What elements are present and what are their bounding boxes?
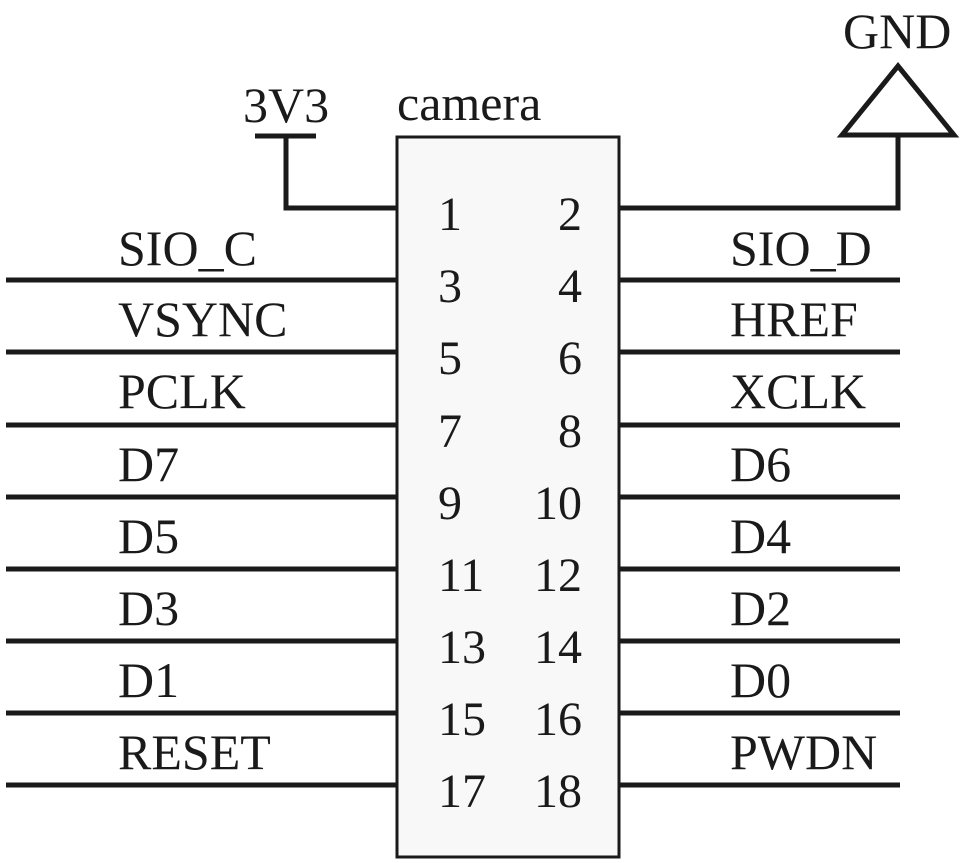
left-net-label: D5 bbox=[118, 508, 179, 564]
right-pin-number: 10 bbox=[534, 477, 582, 530]
left-net-label: SIO_C bbox=[118, 220, 257, 276]
ground-label: GND bbox=[843, 3, 951, 59]
left-pin-number: 5 bbox=[438, 332, 462, 385]
right-pin-number: 2 bbox=[558, 188, 582, 241]
ground-symbol bbox=[619, 62, 960, 211]
right-pin-number: 18 bbox=[534, 765, 582, 818]
left-pin-number: 15 bbox=[438, 693, 486, 746]
left-pin-number: 9 bbox=[438, 477, 462, 530]
right-pin-number: 4 bbox=[558, 260, 582, 313]
right-net-label: HREF bbox=[730, 291, 858, 347]
right-net-label: PWDN bbox=[730, 724, 877, 780]
left-net-label: PCLK bbox=[118, 363, 246, 419]
component-label: camera bbox=[397, 75, 541, 131]
right-pin-number: 8 bbox=[558, 405, 582, 458]
left-pin-number: 1 bbox=[438, 188, 462, 241]
right-net-label: D4 bbox=[730, 508, 791, 564]
left-pin-number: 17 bbox=[438, 765, 486, 818]
left-pin-number: 13 bbox=[438, 621, 486, 674]
right-pin-number: 14 bbox=[534, 621, 582, 674]
left-net-label: D7 bbox=[118, 436, 179, 492]
left-pin-number: 3 bbox=[438, 260, 462, 313]
right-pin-group: 2 4 SIO_D 6 HREF 8 XCLK 10 D6 12 D4 14 D2 16 D0 18 PWDN bbox=[534, 188, 900, 818]
left-net-label: D1 bbox=[118, 652, 179, 708]
right-net-label: D0 bbox=[730, 652, 791, 708]
left-net-label: D3 bbox=[118, 580, 179, 636]
left-pin-number: 11 bbox=[438, 549, 484, 602]
left-net-label: RESET bbox=[118, 724, 271, 780]
right-net-label: SIO_D bbox=[730, 220, 872, 276]
right-net-label: XCLK bbox=[730, 363, 866, 419]
right-net-label: D6 bbox=[730, 436, 791, 492]
right-pin-number: 12 bbox=[534, 549, 582, 602]
right-pin-number: 16 bbox=[534, 693, 582, 746]
power-label: 3V3 bbox=[243, 77, 329, 133]
right-net-label: D2 bbox=[730, 580, 791, 636]
connector-body bbox=[395, 135, 621, 859]
left-net-label: VSYNC bbox=[118, 291, 287, 347]
left-pin-number: 7 bbox=[438, 405, 462, 458]
right-pin-number: 6 bbox=[558, 332, 582, 385]
power-symbol bbox=[255, 133, 397, 211]
